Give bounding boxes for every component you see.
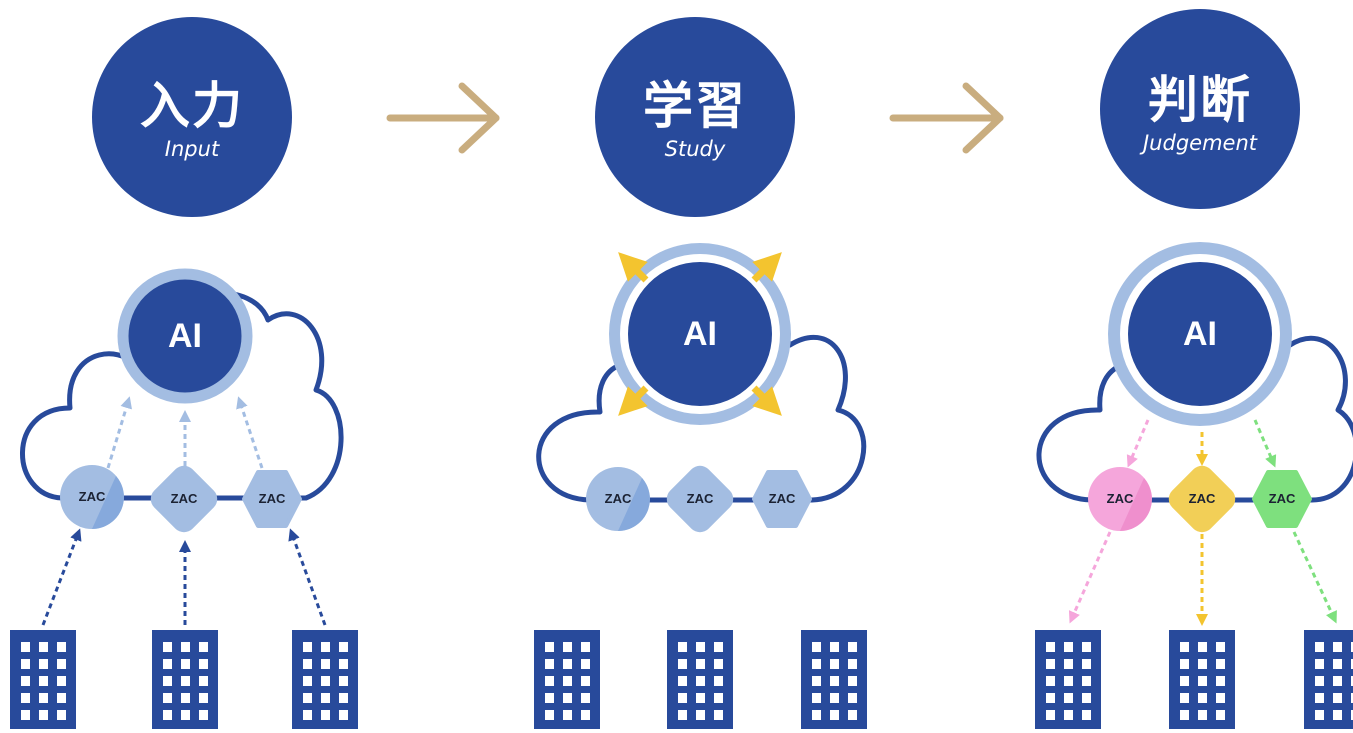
ai-core <box>1128 262 1272 406</box>
stage-title-study: 学習 Study <box>595 78 795 162</box>
building-icon <box>292 630 358 729</box>
zac-node-shade <box>92 476 124 529</box>
stage-title-jp: 判断 <box>1148 71 1252 129</box>
building-icon <box>1304 630 1353 729</box>
zac-label: ZAC <box>1268 491 1296 506</box>
zac-label: ZAC <box>78 489 106 504</box>
zac-node-gold <box>1168 465 1236 533</box>
ai-label: AI <box>683 315 717 353</box>
input-arrows <box>41 396 327 626</box>
ai-core <box>628 262 772 406</box>
ai-label: AI <box>1183 315 1217 353</box>
zac-node-shade <box>618 478 650 531</box>
zac-node-green <box>1252 470 1312 528</box>
zac-node <box>666 465 734 533</box>
zac-label: ZAC <box>258 491 286 506</box>
building-icon <box>801 630 867 729</box>
zac-node <box>242 470 302 528</box>
building-icon <box>10 630 76 729</box>
buildings <box>10 630 1353 729</box>
zac-node-shade <box>1120 478 1152 531</box>
stage-circle-study <box>595 17 795 217</box>
stage-title-jp: 入力 <box>140 77 244 135</box>
stage-title-jp: 学習 <box>643 77 747 135</box>
output-arrows <box>1068 419 1337 626</box>
stage-title-en: Input <box>164 137 220 161</box>
stage-circle-judgement <box>1100 9 1300 209</box>
long-right-arrow-icon <box>889 82 1004 154</box>
long-right-arrow-icon <box>386 82 500 154</box>
zac-node <box>150 465 218 533</box>
building-icon <box>534 630 600 729</box>
zac-label: ZAC <box>170 491 198 506</box>
zac-label: ZAC <box>1106 491 1134 506</box>
building-icon <box>667 630 733 729</box>
zac-node <box>752 470 812 528</box>
stage-circle-input <box>92 17 292 217</box>
expand-arrows-icon <box>618 252 782 416</box>
zac-label: ZAC <box>1188 491 1216 506</box>
building-icon <box>1035 630 1101 729</box>
building-icon <box>1169 630 1235 729</box>
zac-label: ZAC <box>686 491 714 506</box>
stage-title-judgement: 判断 Judgement <box>1100 72 1300 156</box>
zac-label: ZAC <box>768 491 796 506</box>
ai-ring <box>117 268 253 404</box>
stage-title-en: Study <box>664 137 726 161</box>
stage-title-input: 入力 Input <box>92 78 292 162</box>
zac-label: ZAC <box>604 491 632 506</box>
ai-label: AI <box>168 317 202 355</box>
stage-title-en: Judgement <box>1142 131 1257 155</box>
building-icon <box>152 630 218 729</box>
